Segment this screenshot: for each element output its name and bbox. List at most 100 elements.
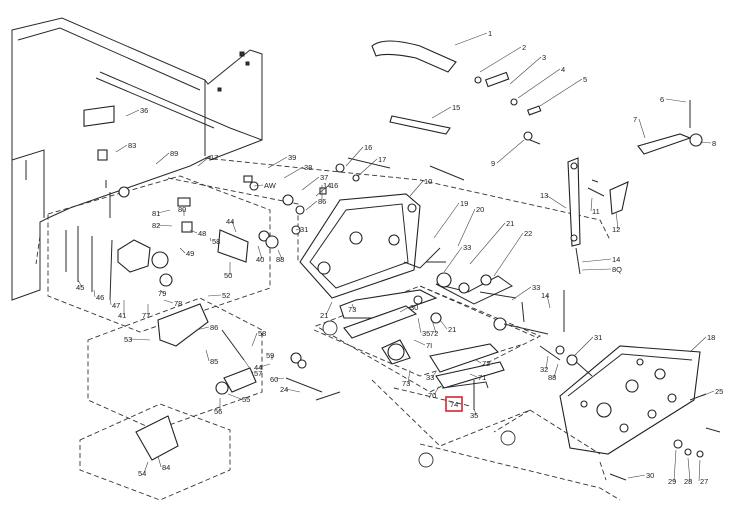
part-label-p59: 59 [266, 351, 274, 360]
leader-line-p24 [285, 388, 301, 393]
part-label-p70: 70 [428, 391, 436, 400]
leader-line-p73a [351, 303, 355, 310]
part-label-p73a: 73 [348, 305, 356, 314]
part-label-p2: 2 [522, 43, 526, 52]
part-label-p58a: 58 [258, 329, 266, 338]
part-label-pAW: AW [264, 181, 277, 190]
part-label-p16b: 16 [330, 181, 338, 190]
part-label-p56: 56 [214, 407, 222, 416]
part-label-p1: 1 [488, 29, 492, 38]
part-label-p5: 5 [583, 75, 587, 84]
highlight-box-74 [445, 396, 463, 412]
leader-line-p86a [195, 326, 210, 331]
part-label-p20: 20 [476, 205, 484, 214]
circle-callout-34b [418, 452, 434, 468]
leader-line-p60 [275, 377, 285, 380]
leader-line-p39 [267, 156, 288, 169]
leader-line-p55 [227, 393, 242, 400]
part-label-p14a: 14 [612, 255, 620, 264]
encircled-callouts [322, 320, 516, 468]
main-frame-housing [11, 17, 263, 301]
top-lever-parts [371, 40, 703, 332]
leader-line-p78 [163, 299, 174, 304]
part-label-p3: 3 [542, 53, 546, 62]
part-label-p7: 7 [633, 115, 637, 124]
part-label-p16a: 16 [364, 143, 372, 152]
leader-line-p85 [205, 349, 210, 362]
central-linkage-assembly [167, 157, 611, 447]
part-label-p15: 15 [452, 103, 460, 112]
part-label-p80: 80 [178, 205, 186, 214]
leader-line-p58a [251, 332, 258, 347]
leader-line-p16a [345, 146, 364, 167]
leader-line-p45 [77, 279, 83, 288]
leader-line-p88b [553, 363, 559, 378]
leader-line-p86b [305, 200, 318, 211]
part-label-p81: 81 [152, 209, 160, 218]
leader-line-p5 [539, 78, 583, 107]
leader-line-p35a [417, 317, 422, 334]
part-label-p11: 11 [592, 207, 600, 216]
leader-line-p21b [325, 301, 333, 316]
part-label-p88a: 88 [276, 255, 284, 264]
part-label-p10: 10 [424, 177, 432, 186]
part-label-p38: 38 [304, 163, 312, 172]
leader-line-p72a [431, 319, 437, 334]
leader-line-p33b [511, 286, 532, 301]
part-label-p57: 57 [254, 369, 262, 378]
part-label-p52: 52 [222, 291, 230, 300]
leader-line-p73b [407, 369, 411, 384]
part-label-p60: 60 [270, 375, 278, 384]
leader-line-p10 [409, 180, 424, 197]
part-label-p33b: 33 [532, 283, 540, 292]
leader-line-p70 [433, 387, 439, 396]
leader-line-p46 [93, 289, 96, 298]
part-label-p29: 29 [668, 477, 676, 486]
leader-line-p88a [277, 249, 283, 260]
leader-line-p21c [439, 319, 448, 330]
part-label-p31a: 31 [300, 225, 308, 234]
leader-line-p72b [475, 359, 482, 364]
part-label-p45: 45 [76, 283, 84, 292]
part-label-p35b: 35 [470, 411, 478, 420]
part-label-p13: 13 [540, 191, 548, 200]
part-label-p21c: 21 [448, 325, 456, 334]
part-label-p44b: 44 [254, 363, 262, 372]
part-label-p72b: 72 [482, 359, 490, 368]
part-label-p84: 84 [162, 463, 170, 472]
part-label-p40: 40 [256, 255, 264, 264]
leader-line-p21a [469, 222, 506, 265]
leader-line-pAW [253, 184, 264, 187]
leader-line-p36 [125, 109, 140, 117]
part-label-p21b: 21 [320, 311, 328, 320]
leader-line-p25 [701, 390, 715, 397]
leader-line-p27 [698, 459, 701, 482]
part-label-p24: 24 [280, 385, 288, 394]
leader-line-p20 [457, 208, 476, 247]
leader-line-p14a [581, 258, 612, 263]
part-label-p8Q: 8Q [612, 265, 622, 274]
leader-line-p1 [454, 32, 488, 46]
part-label-p36: 36 [140, 106, 148, 115]
highlighted-label-74: 74 [450, 400, 458, 409]
part-label-p22: 22 [524, 229, 532, 238]
part-label-p54: 54 [138, 469, 146, 478]
leader-line-p6 [665, 98, 687, 103]
leader-line-p58b [209, 237, 212, 242]
right-side-plate [419, 345, 721, 501]
part-label-p41: 41 [118, 311, 126, 320]
leader-line-p38 [283, 166, 304, 179]
part-label-p14b: 14 [541, 291, 549, 300]
part-label-p73b: 73 [402, 379, 410, 388]
leader-line-p37 [301, 176, 320, 191]
part-label-p72a: 72 [430, 329, 438, 338]
leader-line-p31a [295, 228, 300, 231]
part-label-p79: 79 [158, 289, 166, 298]
leader-line-p13 [545, 194, 567, 209]
part-label-p9: 9 [491, 159, 495, 168]
leader-line-p52 [207, 294, 222, 297]
leader-line-p79 [159, 289, 165, 294]
leader-line-p81 [157, 209, 171, 214]
leader-line-p83 [115, 144, 128, 153]
